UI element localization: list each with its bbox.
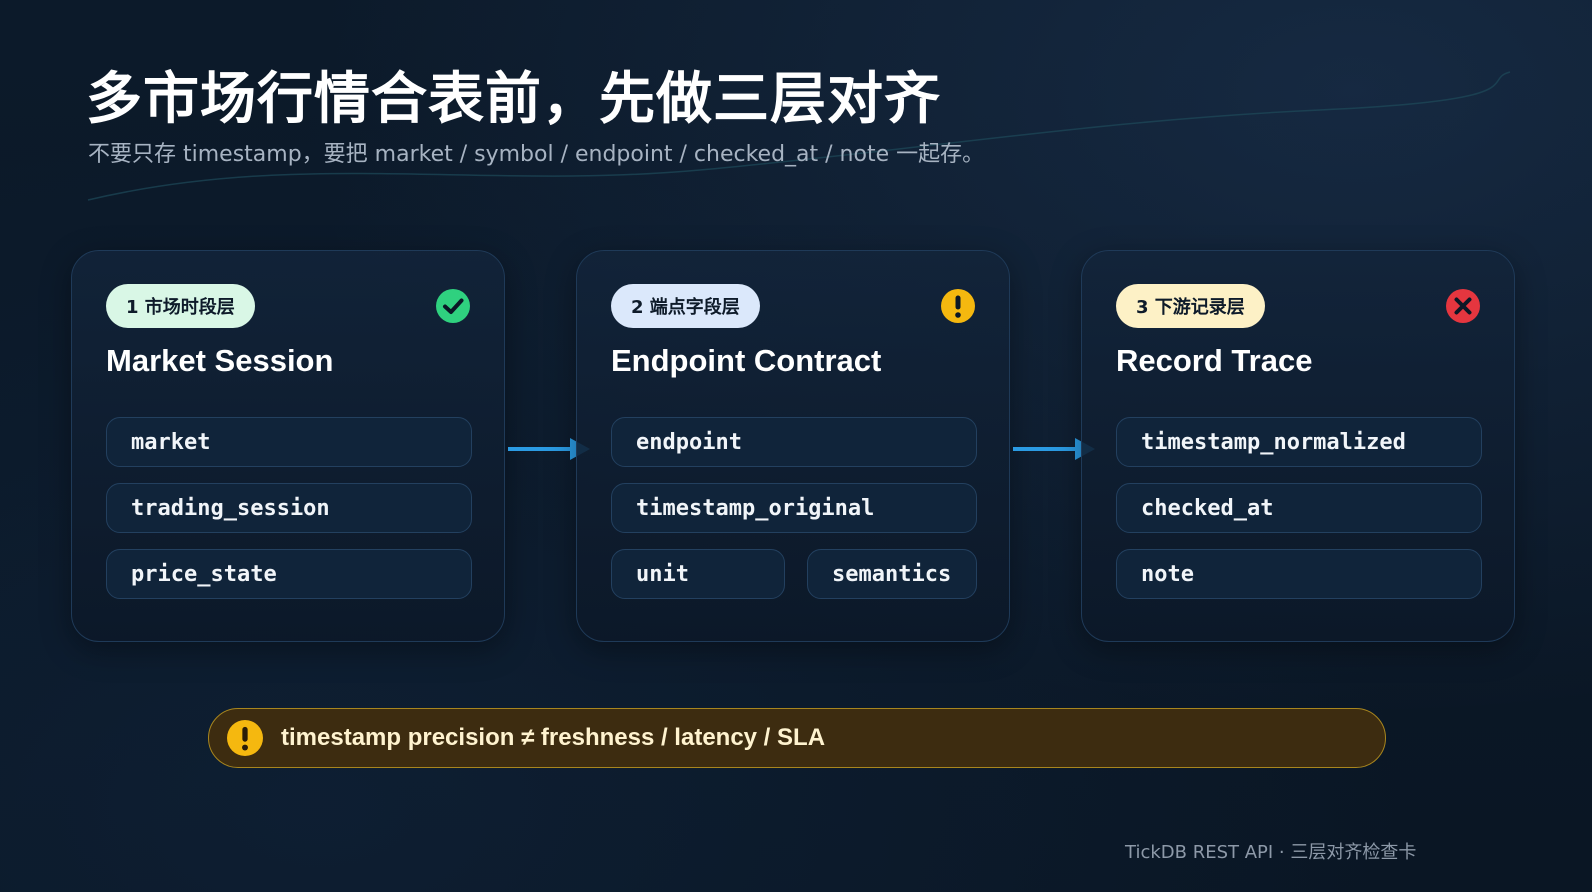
field-chip: checked_at (1116, 483, 1482, 533)
layer-card-market-session: 1 市场时段层 Market Session market trading_se… (71, 250, 505, 642)
exclamation-circle-icon (227, 720, 263, 756)
field-chip: unit (611, 549, 785, 599)
field-chip: semantics (807, 549, 977, 599)
layer-title: Record Trace (1116, 343, 1313, 378)
field-chip: endpoint (611, 417, 977, 467)
page-subtitle: 不要只存 timestamp，要把 market / symbol / endp… (88, 142, 985, 167)
field-chip: timestamp_original (611, 483, 977, 533)
layer-badge: 3 下游记录层 (1116, 284, 1265, 328)
layer-badge: 2 端点字段层 (611, 284, 760, 328)
layer-badge: 1 市场时段层 (106, 284, 255, 328)
field-chip: trading_session (106, 483, 472, 533)
field-chip: market (106, 417, 472, 467)
field-chip: note (1116, 549, 1482, 599)
check-circle-icon (436, 289, 470, 323)
warning-text: timestamp precision ≠ freshness / latenc… (281, 724, 826, 751)
warning-banner: timestamp precision ≠ freshness / latenc… (208, 708, 1386, 768)
field-chip: price_state (106, 549, 472, 599)
layer-title: Endpoint Contract (611, 343, 882, 378)
exclamation-circle-icon (941, 289, 975, 323)
layer-card-record-trace: 3 下游记录层 Record Trace timestamp_normalize… (1081, 250, 1515, 642)
footer-caption: TickDB REST API · 三层对齐检查卡 (1125, 842, 1417, 863)
field-chip: timestamp_normalized (1116, 417, 1482, 467)
x-circle-icon (1446, 289, 1480, 323)
page-title: 多市场行情合表前，先做三层对齐 (86, 67, 941, 132)
layer-card-endpoint-contract: 2 端点字段层 Endpoint Contract endpoint times… (576, 250, 1010, 642)
layer-title: Market Session (106, 343, 334, 378)
